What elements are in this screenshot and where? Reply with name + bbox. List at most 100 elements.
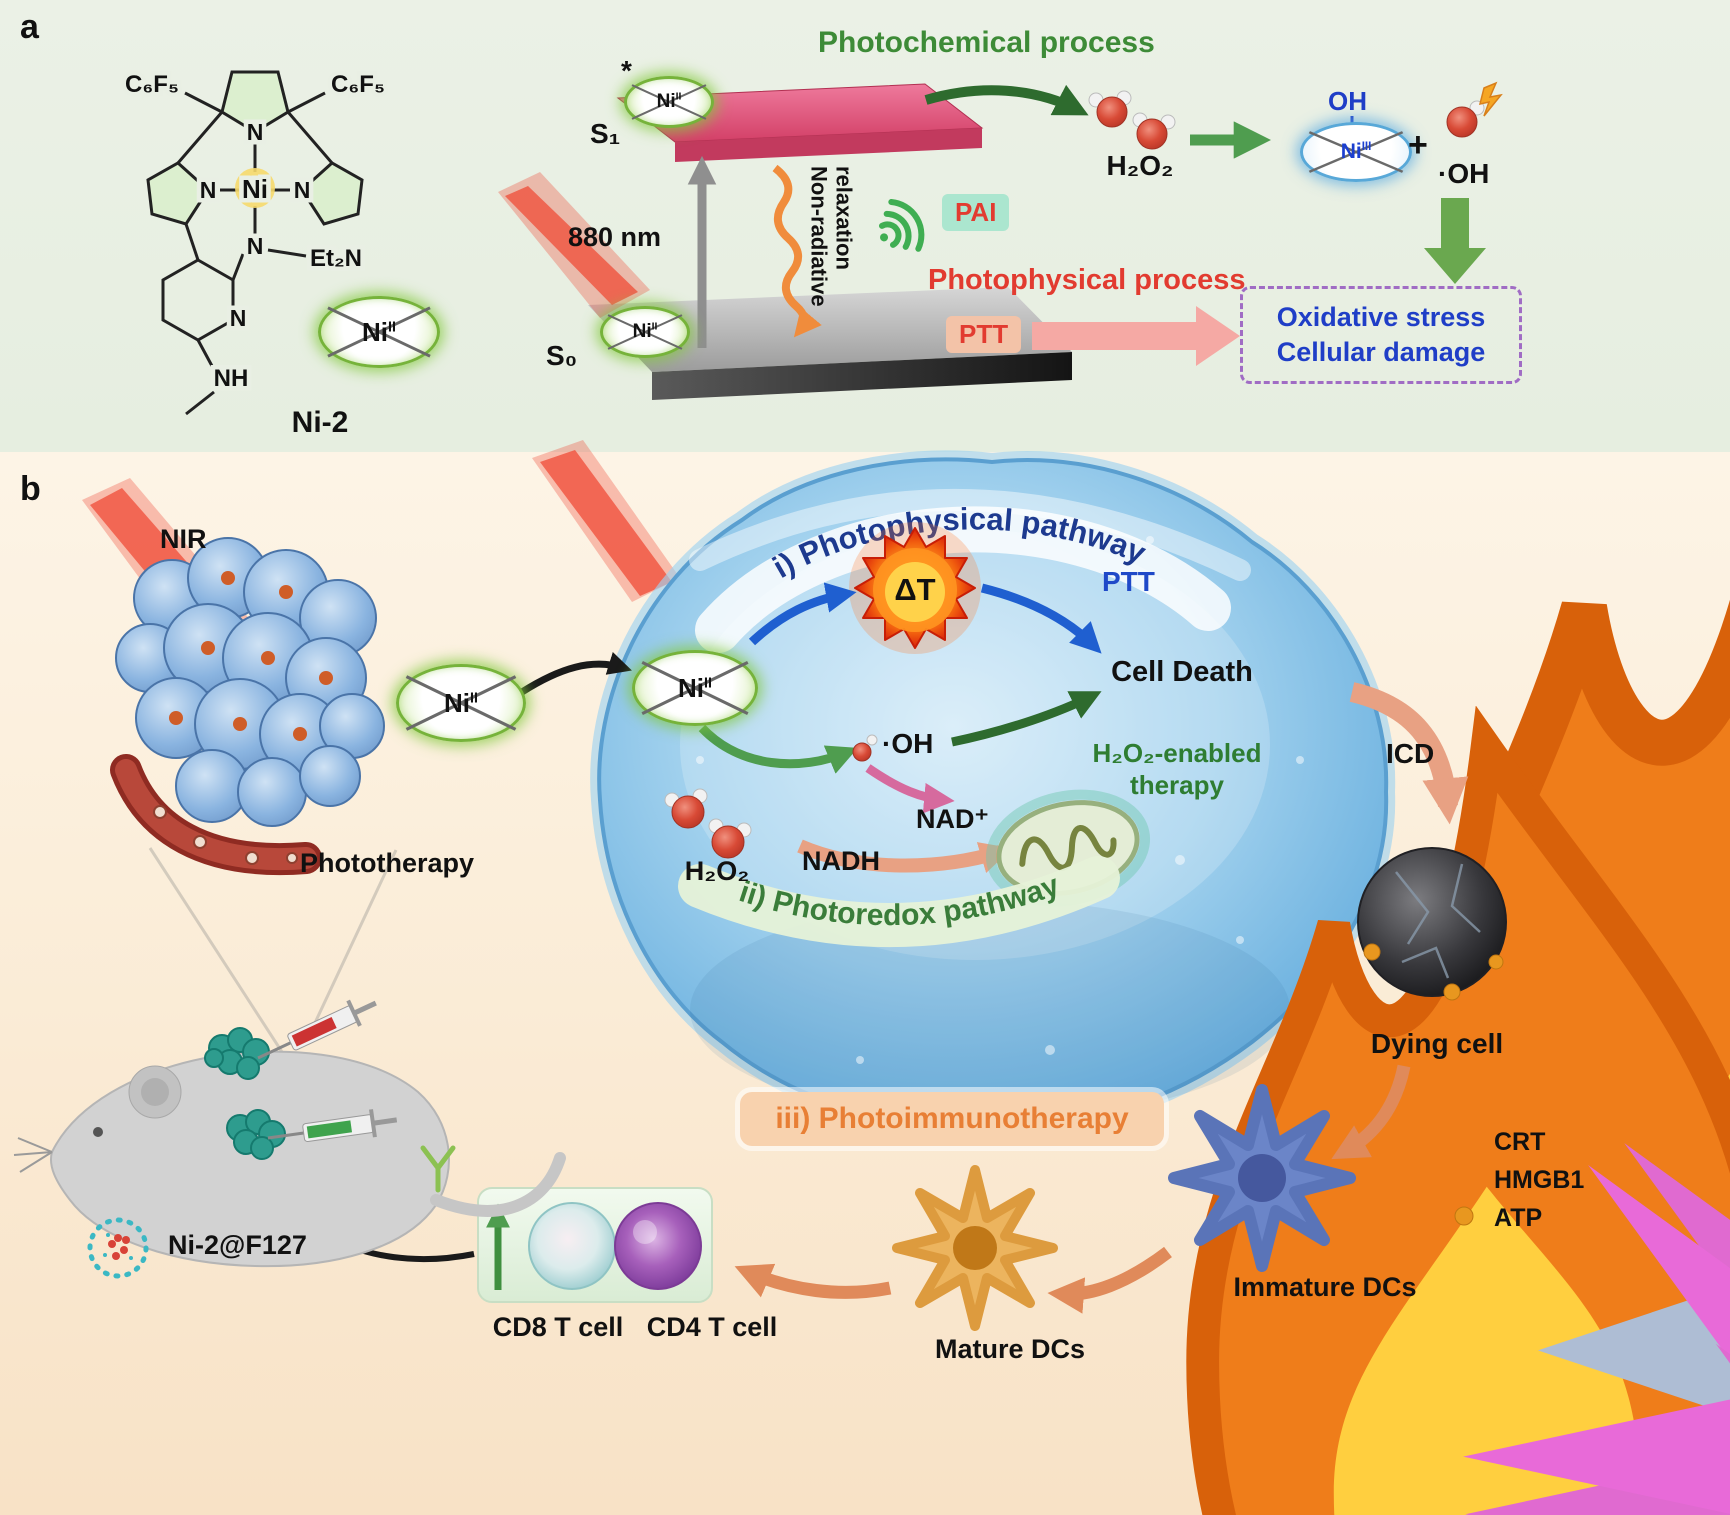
dying-cell — [1357, 846, 1730, 1515]
mature-dc-nucleus — [953, 1226, 997, 1270]
immature-dcs-label: Immature DCs — [1233, 1272, 1417, 1302]
substituent-c6f5-right: C₆F₅ — [331, 71, 385, 98]
dying-cell-label: Dying cell — [1370, 1028, 1504, 1059]
pathway-iii-label: iii) Photoimmunotherapy — [775, 1102, 1129, 1135]
nonradiative-wavy-arrow — [772, 164, 822, 338]
icd-label: ICD — [1386, 738, 1435, 769]
atom-ni: Ni — [242, 174, 268, 204]
ni3-complex-icon: NiIII — [1300, 122, 1412, 182]
photophysical-title: Photophysical process — [928, 264, 1246, 296]
molecule-structure — [146, 70, 364, 416]
photochemical-title: Photochemical process — [818, 26, 1155, 59]
atom-n-pyridine: N — [230, 305, 247, 331]
tumor-berry-cores — [169, 571, 333, 741]
atp-ball-icon — [1488, 954, 1504, 970]
ni2-label: NiII — [362, 316, 396, 347]
legend-crt-label: CRT — [1494, 1128, 1546, 1156]
ni2-intracellular-icon: NiII — [632, 650, 758, 726]
heat-fireball — [849, 522, 981, 654]
pink-right-arrow — [1032, 306, 1240, 366]
ni2-complex-icon: NiII — [318, 296, 440, 368]
excitation-wavelength: 880 nm — [568, 222, 662, 252]
legend-hmgb1-label: HMGB1 — [1494, 1166, 1585, 1194]
uptake-arrow — [520, 652, 632, 695]
tumor-upper — [204, 1027, 270, 1080]
outcome-line2: Cellular damage — [1276, 337, 1486, 367]
green-down-arrow — [1424, 198, 1486, 284]
h2o2-therapy-line1: H₂O₂-enabled — [1092, 738, 1262, 768]
h2o2-therapy-line2: therapy — [1130, 770, 1224, 800]
blood-vessel — [110, 754, 322, 875]
excited-asterisk: * — [621, 55, 632, 86]
syringe-red — [257, 999, 377, 1060]
mouse-tail — [430, 1152, 566, 1217]
outcome-line1: Oxidative stress — [1276, 301, 1486, 332]
crossed-lines-icon — [1308, 131, 1404, 173]
nanoformulation-label: Ni-2@F127 — [168, 1230, 307, 1260]
dc-maturation-arrow — [1047, 1246, 1172, 1314]
substituent-c6f5-left: C₆F₅ — [125, 71, 179, 98]
atom-n-right: N — [294, 177, 311, 203]
ni-glow — [235, 168, 275, 208]
cracks — [1395, 863, 1481, 979]
dying-to-dc-arrow — [1331, 1064, 1411, 1160]
zoom-wedge-lines — [148, 847, 398, 1053]
cd4-tcell — [614, 1202, 702, 1290]
nir-beam-cell — [532, 440, 680, 602]
nonradiative-label: Non-radiative relaxation — [806, 166, 857, 307]
pathway-i-band — [695, 506, 1231, 653]
antibody-icon — [420, 1145, 456, 1193]
micelle-icon — [87, 1217, 149, 1279]
dc-to-tcell-arrow — [734, 1263, 892, 1299]
cell-death-label: Cell Death — [1111, 656, 1253, 688]
atp-ball-icon — [1363, 943, 1381, 961]
ni2-circulating-icon: NiII — [396, 664, 526, 742]
ni3-label: NiIII — [1340, 140, 1372, 163]
syringe-green — [267, 1109, 398, 1143]
to-heat-arrow — [748, 582, 857, 646]
ptt-to-death-arrow — [980, 583, 1102, 654]
nadh-oxidation-arrow — [797, 839, 1013, 873]
crossed-lines-icon — [405, 675, 517, 731]
h2o2-molecules-b — [664, 788, 752, 859]
mouse — [13, 999, 566, 1268]
tumor-cluster — [115, 537, 385, 827]
mouse-eye — [93, 1127, 103, 1137]
legend-atp-label: ATP — [1494, 1204, 1543, 1232]
pai-signal-icon — [879, 199, 925, 252]
s1-state-label: S₁ — [590, 118, 621, 149]
legend-atp-icon — [1454, 1206, 1474, 1226]
ni2-ground-icon: NiII — [600, 306, 690, 358]
photochemical-arrow — [924, 84, 1089, 116]
ni3-oh-label: OH — [1328, 86, 1367, 116]
substituent-nh: NH — [214, 365, 249, 392]
ni2-excited-icon: * NiII — [621, 55, 714, 128]
mouse-whiskers — [13, 1137, 53, 1173]
laser-beam-880nm — [498, 172, 650, 318]
h2o2-label-b: H₂O₂ — [684, 856, 750, 886]
mature-dcs-label: Mature DCs — [934, 1334, 1086, 1364]
nadh-label: NADH — [802, 846, 880, 876]
atom-n-amide: N — [247, 233, 264, 259]
h2o2-label-a: H₂O₂ — [1106, 150, 1174, 181]
ptt-label-b: PTT — [1102, 566, 1155, 597]
tumor-lower — [226, 1109, 286, 1160]
cd8-tcell-label: CD8 T cell — [492, 1312, 624, 1342]
immature-dc-nucleus — [1238, 1154, 1286, 1202]
atp-ball-icon — [1443, 983, 1461, 1001]
oh-to-nad-arrow — [865, 764, 955, 814]
nir-label: NIR — [160, 524, 207, 554]
cd8-tcell — [528, 1202, 616, 1290]
hydroxyl-radical-b: ·OH — [882, 728, 934, 759]
energy-flash-icon — [1478, 81, 1503, 117]
water-radical-molecule — [1446, 81, 1503, 138]
compound-name: Ni-2 — [291, 406, 349, 439]
to-hydroxyl-arrow — [698, 724, 858, 774]
s0-state-label: S₀ — [546, 340, 578, 371]
panel-b-label: b — [20, 470, 41, 508]
crossed-lines-icon — [327, 306, 431, 358]
ni2-label: NiII — [444, 687, 478, 718]
panel-a-label: a — [20, 8, 39, 46]
